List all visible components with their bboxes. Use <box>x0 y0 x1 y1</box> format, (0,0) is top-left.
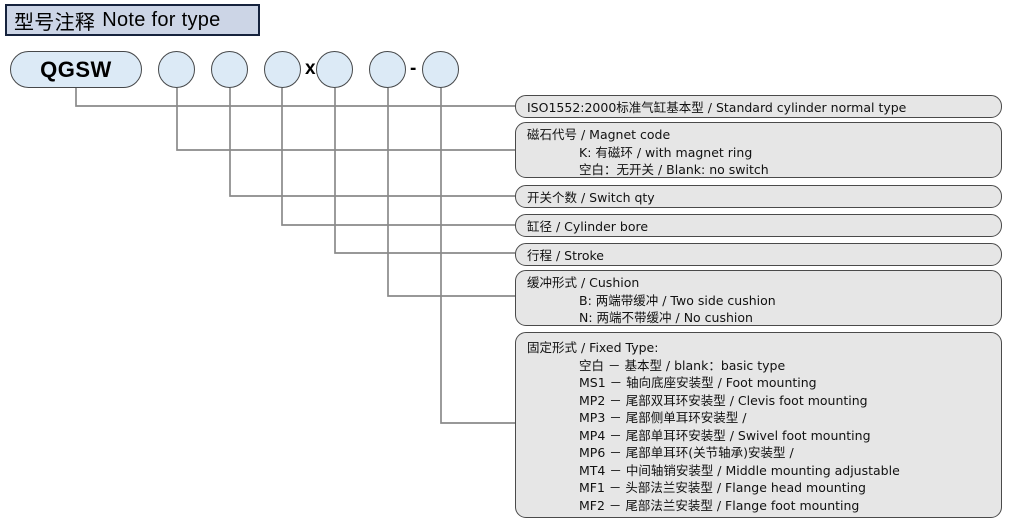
desc-line: 行程 / Stroke <box>527 248 604 263</box>
desc-line: MP4 － 尾部单耳环安装型 / Swivel foot mounting <box>579 427 871 443</box>
desc-box-cushion: 缓冲形式 / Cushion B: 两端带缓冲 / Two side cushi… <box>515 270 1002 326</box>
desc-box-cylinder-bore: 缸径 / Cylinder bore <box>515 214 1002 237</box>
code-node-6 <box>422 51 459 88</box>
code-node-5 <box>369 51 406 88</box>
desc-line: 缓冲形式 / Cushion <box>527 275 640 290</box>
code-prefix-label: QGSW <box>40 56 112 82</box>
desc-box-switch-qty: 开关个数 / Switch qty <box>515 185 1002 208</box>
page-title-en: Note for type <box>102 8 221 31</box>
wire-fixed-type <box>440 88 515 424</box>
desc-line: MP2 － 尾部双耳环安装型 / Clevis foot mounting <box>579 392 868 408</box>
wire-cylinder-bore <box>281 88 515 226</box>
wire-stroke <box>334 88 515 254</box>
dash-symbol: - <box>410 58 417 79</box>
desc-box-magnet-code: 磁石代号 / Magnet code K: 有磁环 / with magnet … <box>515 122 1002 178</box>
desc-box-fixed-type: 固定形式 / Fixed Type: 空白 － 基本型 / blank：basi… <box>515 332 1002 518</box>
desc-line: MT4 － 中间轴销安装型 / Middle mounting adjustab… <box>579 462 900 478</box>
desc-line: 开关个数 / Switch qty <box>527 190 655 205</box>
multiply-symbol: x <box>305 58 316 79</box>
desc-line: MF1 － 头部法兰安装型 / Flange head mounting <box>579 480 866 495</box>
wire-switch-qty <box>229 88 515 197</box>
wire-standard-type <box>75 88 515 107</box>
desc-line: 空白：无开关 / Blank: no switch <box>579 162 769 177</box>
code-node-2 <box>211 51 248 88</box>
desc-line: 缸径 / Cylinder bore <box>527 219 649 234</box>
desc-line: MF2 － 尾部法兰安装型 / Flange foot mounting <box>579 497 860 513</box>
wire-magnet-code <box>176 88 515 151</box>
page-title: 型号注释 Note for type <box>5 4 260 36</box>
code-node-4 <box>316 51 353 88</box>
desc-box-stroke: 行程 / Stroke <box>515 243 1002 266</box>
desc-line: 空白 － 基本型 / blank：basic type <box>579 357 786 373</box>
desc-line: MP6 － 尾部单耳环(关节轴承)安装型 / <box>579 445 794 460</box>
desc-line: 磁石代号 / Magnet code <box>527 127 671 142</box>
code-prefix-qgsw: QGSW <box>10 51 142 88</box>
desc-line: 固定形式 / Fixed Type: <box>527 340 659 355</box>
page-title-cn: 型号注释 <box>14 9 96 34</box>
desc-line: N: 两端不带缓冲 / No cushion <box>579 310 753 325</box>
desc-line: MS1 － 轴向底座安装型 / Foot mounting <box>579 375 817 390</box>
desc-line: MP3 － 尾部侧单耳环安装型 / <box>579 410 747 425</box>
desc-line: B: 两端带缓冲 / Two side cushion <box>579 292 776 308</box>
code-node-3 <box>264 51 301 88</box>
desc-box-standard-type: ISO1552:2000标准气缸基本型 / Standard cylinder … <box>515 95 1002 118</box>
wire-cushion <box>387 88 515 297</box>
desc-line: ISO1552:2000标准气缸基本型 / Standard cylinder … <box>527 100 907 115</box>
code-node-1 <box>158 51 195 88</box>
desc-line: K: 有磁环 / with magnet ring <box>579 144 753 160</box>
